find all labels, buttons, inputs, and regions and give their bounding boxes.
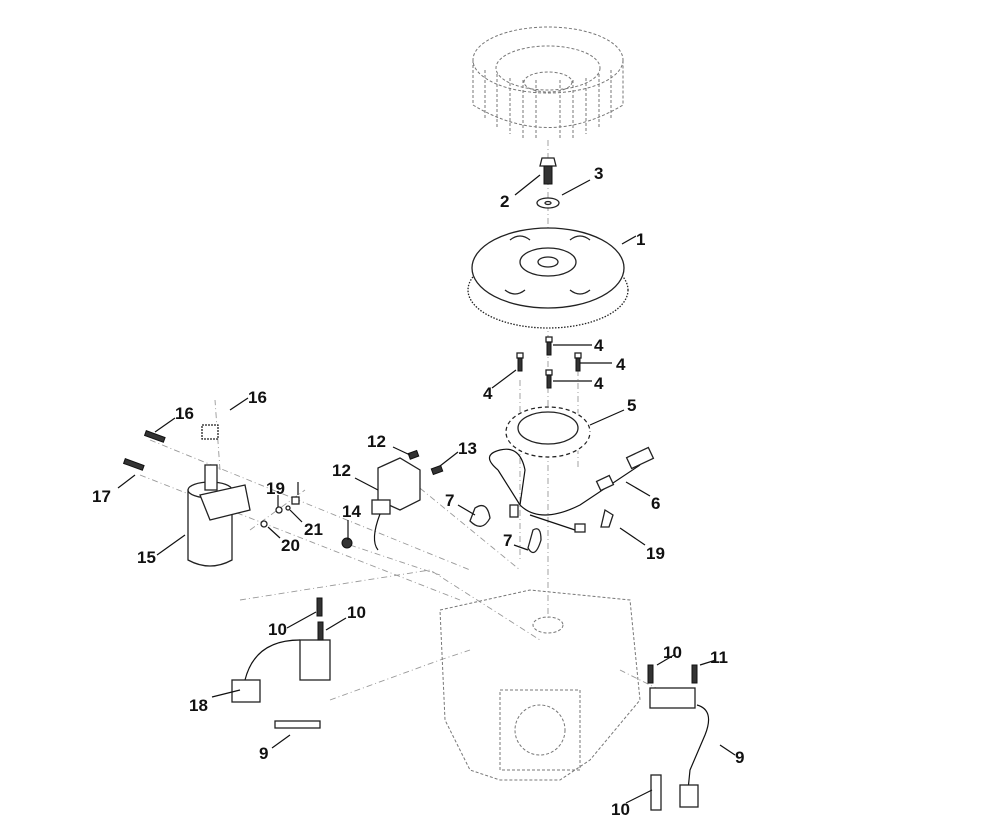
- ignition-coil-right[interactable]: [649, 687, 710, 808]
- label-part-7[interactable]: 7: [503, 531, 512, 550]
- starter-pinion[interactable]: [201, 424, 219, 440]
- coil-screw[interactable]: [317, 621, 324, 641]
- regulator-screw[interactable]: [430, 464, 444, 476]
- cable-clip[interactable]: [527, 528, 542, 554]
- label-part-20[interactable]: 21: [304, 520, 323, 539]
- stator-screw: [516, 352, 524, 372]
- stator-screw: [545, 336, 553, 356]
- label-part-17[interactable]: 18: [189, 696, 208, 715]
- label-part-12[interactable]: 12: [367, 432, 386, 451]
- label-part-10[interactable]: 11: [710, 648, 728, 667]
- label-part-6[interactable]: 6: [651, 494, 660, 513]
- label-part-4[interactable]: 4: [616, 355, 626, 374]
- washer[interactable]: [260, 520, 268, 528]
- spark-plug[interactable]: [650, 774, 662, 811]
- ground-screw[interactable]: [341, 537, 353, 549]
- ignition-coil-left[interactable]: [231, 639, 331, 703]
- engine-block[interactable]: [439, 589, 641, 781]
- label-part-4[interactable]: 4: [594, 374, 604, 393]
- label-part-10[interactable]: 10: [347, 603, 366, 622]
- flywheel[interactable]: [467, 227, 629, 329]
- wiring-harness[interactable]: [488, 446, 655, 533]
- label-part-9[interactable]: 9: [259, 744, 268, 763]
- label-part-1[interactable]: 1: [636, 230, 645, 249]
- flywheel-washer[interactable]: [536, 197, 560, 209]
- coil-screw[interactable]: [691, 664, 698, 684]
- flywheel-bolt[interactable]: [539, 157, 557, 185]
- starter-bolt[interactable]: [143, 430, 166, 443]
- label-part-15[interactable]: 16: [248, 388, 267, 407]
- regulator-screw[interactable]: [407, 449, 420, 460]
- lock-washer[interactable]: [285, 505, 291, 511]
- label-part-3[interactable]: 3: [594, 164, 603, 183]
- label-part-11[interactable]: 12: [332, 461, 351, 480]
- label-part-19[interactable]: 20: [281, 536, 300, 555]
- label-part-8[interactable]: 9: [735, 748, 744, 767]
- coil-screw[interactable]: [316, 597, 323, 617]
- label-part-9[interactable]: 10: [611, 800, 630, 819]
- label-part-16[interactable]: 17: [92, 487, 111, 506]
- label-part-4[interactable]: 4: [594, 336, 604, 355]
- label-part-13[interactable]: 14: [342, 502, 361, 521]
- coil-screw[interactable]: [647, 664, 654, 684]
- stator[interactable]: [505, 406, 591, 458]
- label-part-19[interactable]: 19: [266, 479, 285, 498]
- stator-screw: [545, 369, 553, 389]
- label-part-12[interactable]: 13: [458, 439, 477, 458]
- label-part-5[interactable]: 5: [627, 396, 636, 415]
- cable-clip[interactable]: [469, 504, 491, 527]
- cable-clip[interactable]: [600, 508, 614, 528]
- label-part-7[interactable]: 7: [445, 491, 454, 510]
- washer[interactable]: [275, 506, 283, 514]
- spark-plug[interactable]: [274, 720, 321, 729]
- flywheel-fan[interactable]: [472, 26, 624, 140]
- leader-lines: [117, 174, 736, 804]
- rectifier-regulator[interactable]: [371, 457, 421, 551]
- label-part-14[interactable]: 15: [137, 548, 156, 567]
- label-part-4[interactable]: 4: [483, 384, 493, 403]
- starter-bolt[interactable]: [122, 458, 145, 471]
- starter-motor[interactable]: [187, 464, 251, 567]
- part-labels: 2 3 1 4 4 4 4 5 6 7 7 19 12 13 12 14 16 …: [92, 164, 744, 819]
- label-part-16[interactable]: 16: [175, 404, 194, 423]
- label-part-10[interactable]: 10: [663, 643, 682, 662]
- label-part-18[interactable]: 19: [646, 544, 665, 563]
- stator-screws[interactable]: [516, 336, 582, 389]
- nut[interactable]: [291, 496, 300, 505]
- label-part-2[interactable]: 2: [500, 192, 509, 211]
- label-part-10[interactable]: 10: [268, 620, 287, 639]
- stator-screw: [574, 352, 582, 372]
